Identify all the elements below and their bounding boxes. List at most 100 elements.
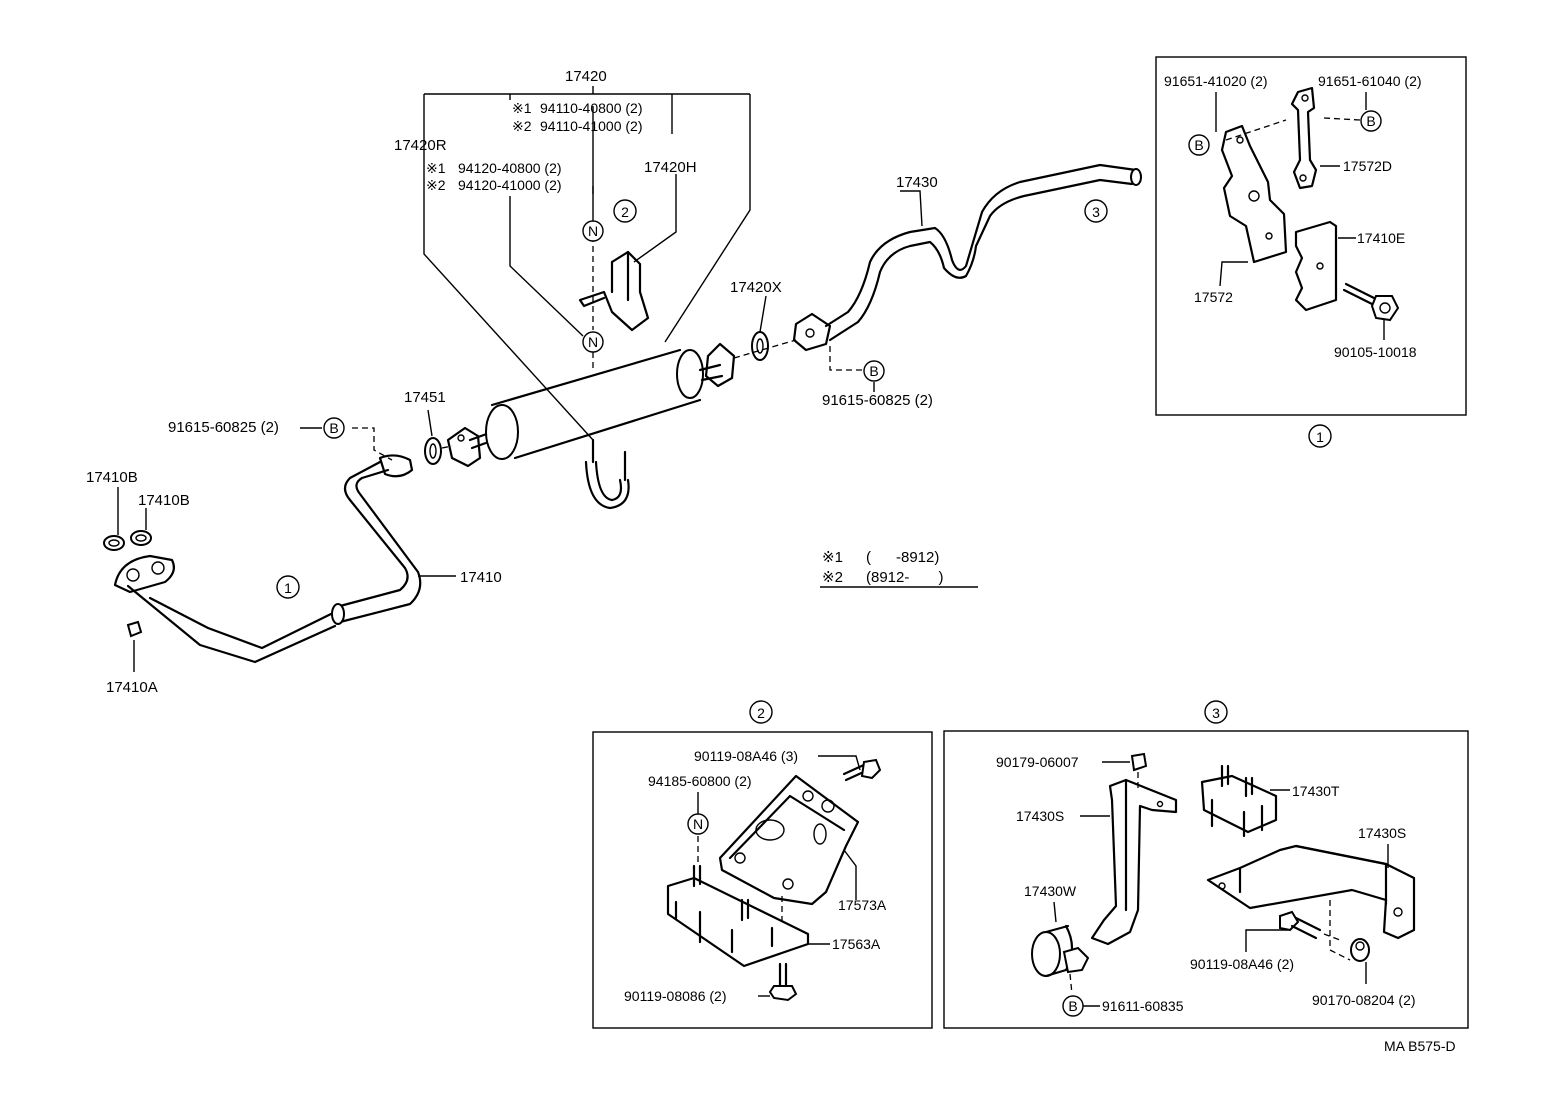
gaskets-17410B	[103, 530, 152, 551]
bolt-90119-08A46-detail3	[1279, 910, 1322, 940]
detail-panel-2	[592, 731, 933, 1029]
bolt-90119-08086	[768, 962, 798, 1002]
callout-circle-1-detail: 1	[1308, 424, 1332, 448]
svg-text:2: 2	[621, 204, 629, 220]
ref-mark-2: ※2	[426, 177, 446, 193]
label-94185-60800: 94185-60800 (2)	[648, 773, 752, 789]
label-17420X: 17420X	[730, 279, 782, 296]
nut-90179-06007	[1130, 752, 1148, 772]
muffler-hanger-band	[584, 438, 630, 510]
label-17430W: 17430W	[1024, 883, 1077, 899]
label-90119-08A46-3: 90119-08A46 (3)	[694, 748, 798, 764]
label-17430: 17430	[896, 174, 938, 191]
svg-text:N: N	[588, 223, 598, 239]
front-pipe-17410	[113, 454, 422, 664]
label-17573A: 17573A	[838, 897, 887, 913]
leader-lines-main	[117, 86, 923, 672]
callout-circle-2-detail: 2	[749, 700, 773, 724]
bracket-17430S-right	[1206, 844, 1416, 940]
label-91651-41020: 91651-41020 (2)	[1164, 73, 1268, 89]
gasket-17451	[424, 437, 442, 465]
svg-text:3: 3	[1092, 204, 1100, 220]
callout-B-left: B	[323, 417, 345, 439]
detail-panel-3	[943, 730, 1469, 1029]
figure-code: MA B575-D	[1384, 1038, 1456, 1054]
label-91651-61040: 91651-61040 (2)	[1318, 73, 1422, 89]
svg-text:1: 1	[284, 580, 292, 596]
label-17430S-a: 17430S	[1016, 808, 1064, 824]
svg-text:B: B	[1366, 113, 1375, 129]
label-17430S-b: 17430S	[1358, 825, 1406, 841]
muffler-17420	[446, 342, 736, 468]
label-17420H: 17420H	[644, 159, 697, 176]
label-94110-40800: 94110-40800 (2)	[540, 100, 642, 116]
bracket-17572D	[1290, 86, 1318, 190]
callout-N-detail2: N	[687, 813, 709, 835]
bracket-17420H	[578, 250, 650, 332]
legend-mark-1: ※1	[822, 549, 843, 566]
callout-B-detail1-left: B	[1188, 134, 1210, 156]
legend-range-2: (8912- )	[866, 569, 944, 586]
callout-N-upper: N	[582, 220, 604, 242]
label-90119-08086: 90119-08086 (2)	[624, 988, 726, 1004]
svg-text:N: N	[693, 816, 703, 832]
label-90179-06007: 90179-06007	[996, 754, 1079, 770]
label-94120-40800: 94120-40800 (2)	[458, 160, 562, 176]
label-91615-60825-right: 91615-60825 (2)	[822, 392, 933, 409]
callout-N-lower: N	[582, 331, 604, 353]
label-17451: 17451	[404, 389, 446, 406]
callout-B-right: B	[863, 360, 885, 382]
bracket-17572	[1220, 124, 1288, 264]
label-17563A: 17563A	[832, 936, 881, 952]
label-90170-08204: 90170-08204 (2)	[1312, 992, 1416, 1008]
label-17410B-a: 17410B	[86, 469, 138, 486]
gasket-17420X	[751, 331, 769, 361]
ref-mark-1: ※1	[426, 160, 446, 176]
clamp-17430W	[1031, 924, 1090, 978]
ref-mark-2: ※2	[512, 118, 532, 134]
label-17430T: 17430T	[1292, 783, 1340, 799]
label-17410E: 17410E	[1357, 230, 1405, 246]
bracket-17430S-left	[1090, 778, 1178, 946]
svg-text:B: B	[1068, 998, 1077, 1014]
legend-range-1: ( -8912)	[866, 549, 939, 566]
svg-text:2: 2	[757, 705, 765, 721]
label-90119-08A46-2: 90119-08A46 (2)	[1190, 956, 1294, 972]
label-17420R: 17420R	[394, 137, 447, 154]
label-17572D: 17572D	[1343, 158, 1392, 174]
svg-text:B: B	[329, 420, 338, 436]
svg-text:N: N	[588, 334, 598, 350]
legend-mark-2: ※2	[822, 569, 843, 586]
nut-90170-08204	[1350, 938, 1370, 962]
nut-17410A	[126, 620, 143, 638]
callout-circle-3: 3	[1084, 199, 1108, 223]
callout-B-detail3: B	[1062, 995, 1084, 1017]
label-17410: 17410	[460, 569, 502, 586]
svg-text:3: 3	[1212, 705, 1220, 721]
bolt-90105-10018	[1342, 282, 1400, 322]
tail-pipe-17430	[792, 163, 1142, 352]
detail-panel-1	[1155, 56, 1467, 416]
label-94110-41000: 94110-41000 (2)	[540, 118, 642, 134]
mount-17563A	[666, 864, 810, 968]
callout-circle-3-detail: 3	[1204, 700, 1228, 724]
legend-date-ranges: ※1 ( -8912) ※2 (8912- )	[820, 549, 978, 588]
label-17572: 17572	[1194, 289, 1233, 305]
mount-17430T	[1200, 764, 1278, 838]
label-17410B-b: 17410B	[138, 492, 190, 509]
hanger-17410E	[1294, 220, 1338, 312]
ref-mark-1: ※1	[512, 100, 532, 116]
label-17410A: 17410A	[106, 679, 158, 696]
callout-B-detail1-right: B	[1360, 110, 1382, 132]
svg-text:1: 1	[1316, 429, 1324, 445]
bracket-17573A	[718, 774, 860, 906]
label-94120-41000: 94120-41000 (2)	[458, 177, 562, 193]
label-91611-60835: 91611-60835	[1102, 998, 1184, 1014]
svg-text:B: B	[1194, 137, 1203, 153]
callout-circle-2: 2	[613, 199, 637, 223]
svg-text:B: B	[869, 363, 878, 379]
label-17420: 17420	[565, 68, 607, 85]
callout-circle-1: 1	[276, 575, 300, 599]
label-90105-10018: 90105-10018	[1334, 344, 1417, 360]
